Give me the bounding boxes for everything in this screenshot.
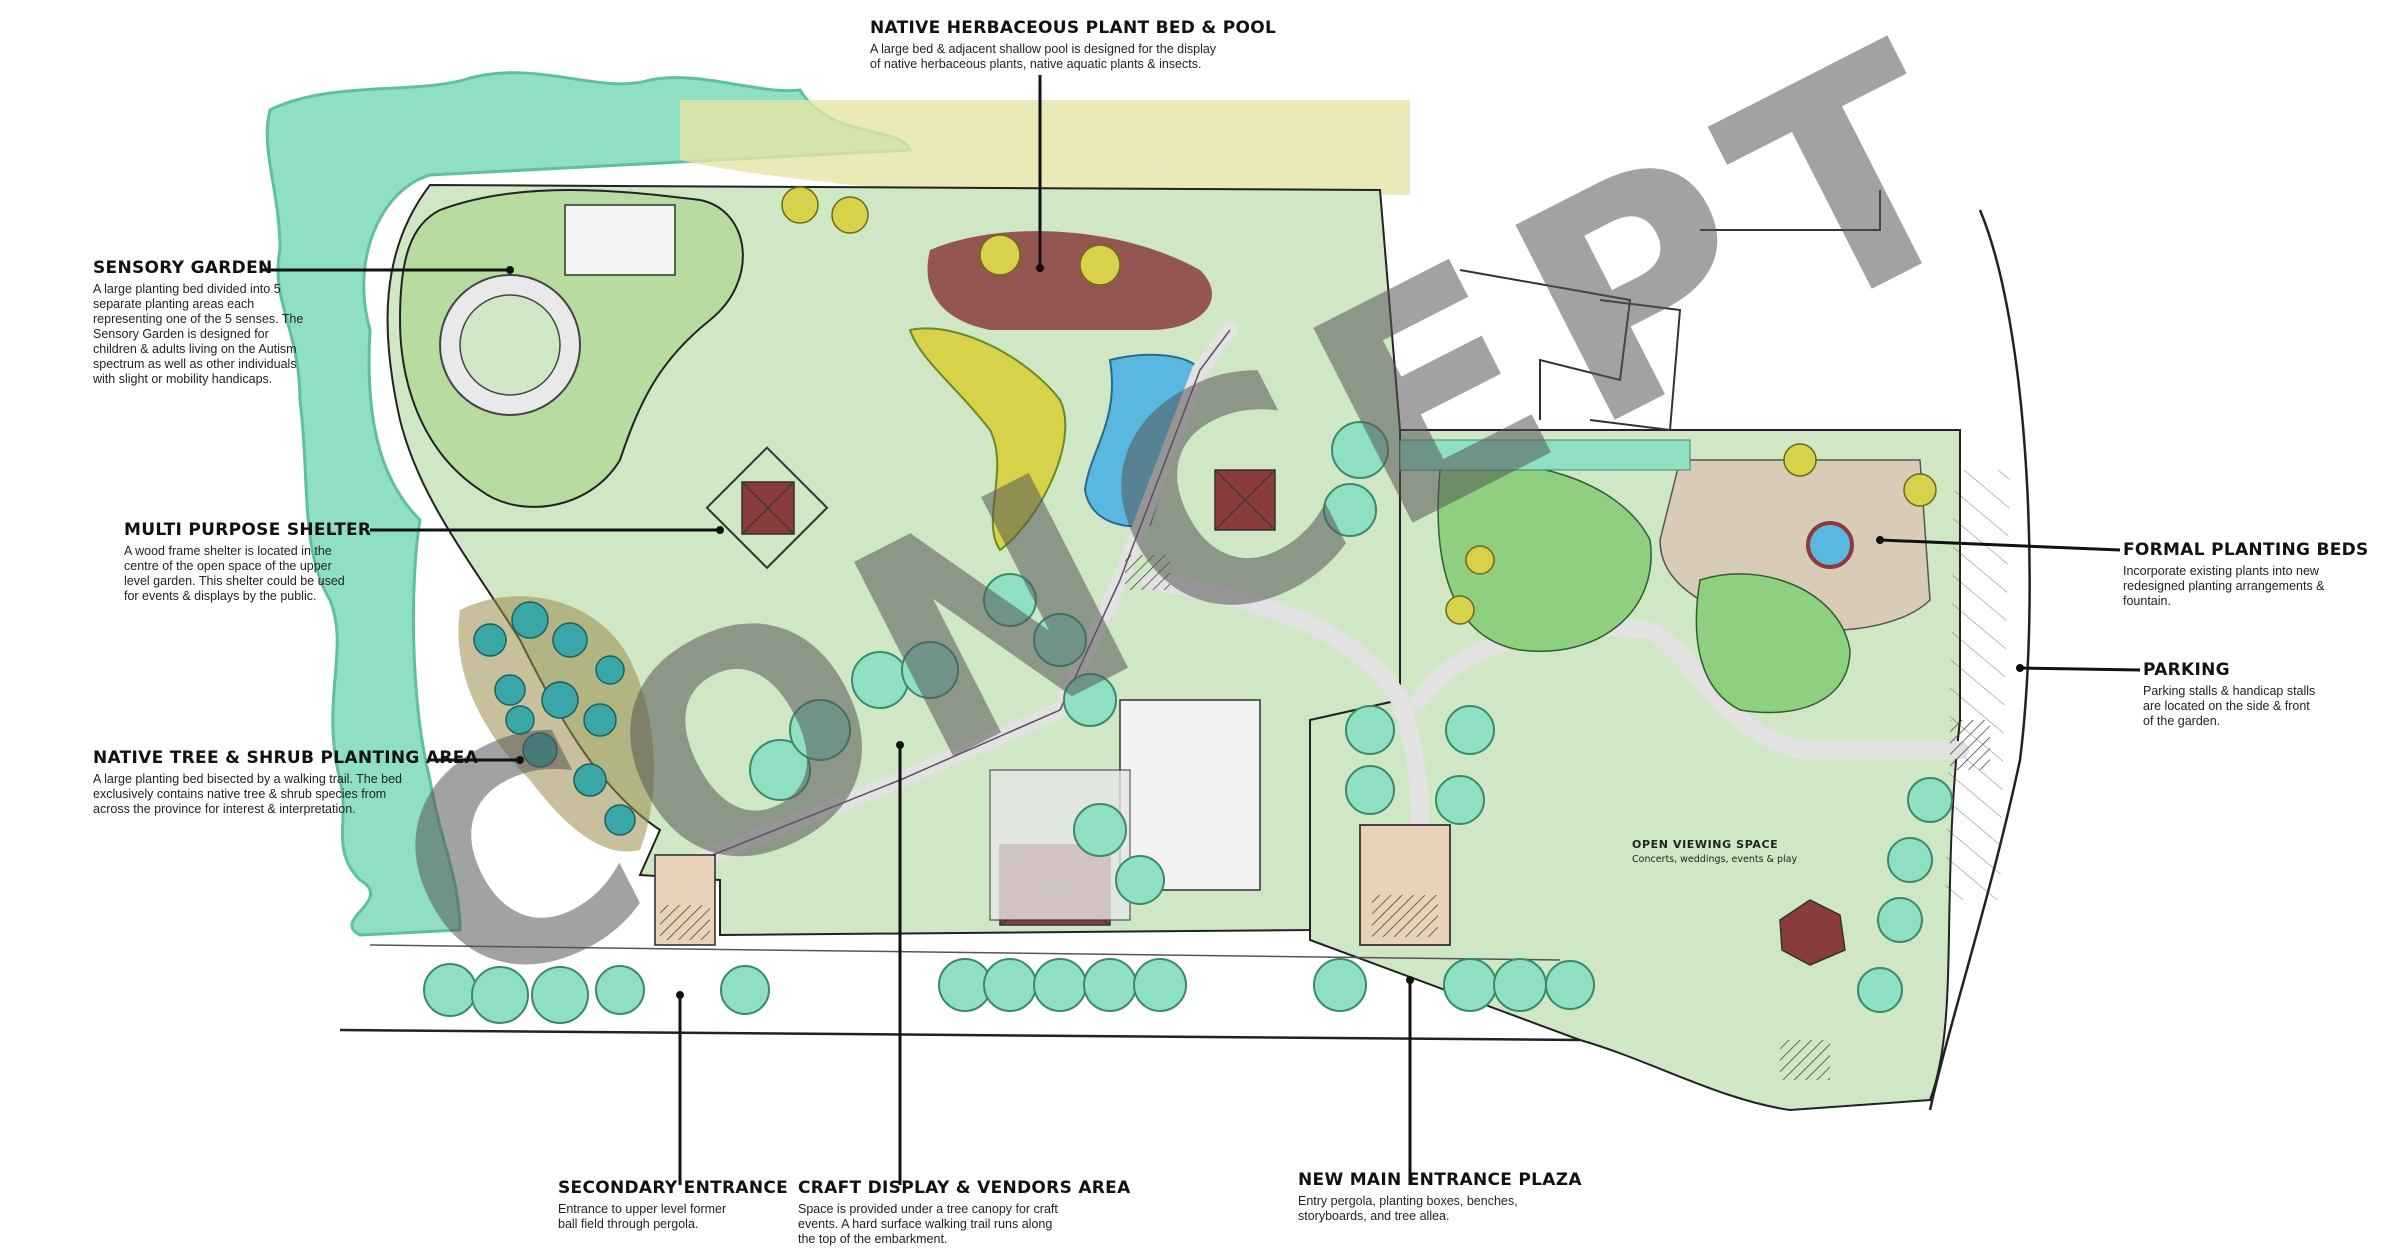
- yellow-field-edge: [680, 100, 1410, 195]
- callout-title: PARKING: [2143, 660, 2230, 680]
- formal-central-bed: [1695, 573, 1851, 714]
- parking-stalls: [1945, 470, 2010, 900]
- callout-parking: PARKING Parking stalls & handicap stalls…: [2143, 660, 2315, 729]
- stairs-centre: [1125, 555, 1170, 590]
- callout-desc: A large planting bed divided into 5 sepa…: [93, 282, 304, 386]
- native-tree-cluster: [473, 601, 636, 836]
- sensory-circle-lawn: [459, 294, 561, 396]
- stairs-bottom-right: [1780, 1040, 1830, 1080]
- sidewalk-line: [369, 944, 1561, 961]
- callout-new-main-entrance: NEW MAIN ENTRANCE PLAZA Entry pergola, p…: [1298, 1170, 1582, 1224]
- callout-title: SENSORY GARDEN: [93, 258, 273, 278]
- fountain: [1806, 521, 1854, 569]
- callout-formal-planting-beds: FORMAL PLANTING BEDS Incorporate existin…: [2123, 540, 2369, 609]
- callout-native-tree-shrub: NATIVE TREE & SHRUB PLANTING AREA A larg…: [93, 748, 478, 817]
- callout-sensory-garden: SENSORY GARDEN A large planting bed divi…: [93, 258, 303, 387]
- main-entrance-stairs: [1372, 895, 1438, 937]
- callout-desc: Entrance to upper level former ball fiel…: [558, 1202, 727, 1231]
- hedge-band-right: [1399, 439, 1691, 471]
- open-viewing-space-title: OPEN VIEWING SPACE: [1632, 838, 1779, 851]
- native-pool: [1083, 353, 1202, 528]
- sensory-rock-area: [564, 204, 676, 276]
- open-viewing-space-label: OPEN VIEWING SPACE Concerts, weddings, e…: [1632, 838, 1797, 865]
- callout-title: NATIVE TREE & SHRUB PLANTING AREA: [93, 748, 479, 768]
- callout-desc: A wood frame shelter is located in the c…: [124, 544, 345, 603]
- herbaceous-yellow-bed: [908, 327, 1067, 552]
- gazebo: [1779, 899, 1846, 966]
- callout-desc: Entry pergola, planting boxes, benches, …: [1298, 1194, 1518, 1223]
- parking-edge: [1928, 209, 2031, 1111]
- perimeter-hedge: [265, 71, 913, 937]
- callout-title: SECONDARY ENTRANCE: [558, 1178, 789, 1198]
- callout-desc: A large bed & adjacent shallow pool is d…: [870, 42, 1217, 71]
- street-tree-row: [423, 958, 1595, 1024]
- building-outline-a: [1459, 269, 1632, 420]
- shelter-roof-b: [1214, 469, 1276, 531]
- stairs-right: [1950, 720, 1990, 770]
- callout-title: NEW MAIN ENTRANCE PLAZA: [1298, 1170, 1582, 1190]
- callout-multi-purpose-shelter: MULTI PURPOSE SHELTER A wood frame shelt…: [124, 520, 371, 604]
- building-outline-b: [1589, 299, 1682, 432]
- multi-purpose-shelter-roof: [705, 446, 829, 570]
- callout-desc: Space is provided under a tree canopy fo…: [798, 1202, 1058, 1246]
- callout-title: CRAFT DISPLAY & VENDORS AREA: [798, 1178, 1131, 1198]
- callout-desc: Incorporate existing plants into new red…: [2123, 564, 2325, 608]
- callout-secondary-entrance: SECONDARY ENTRANCE Entrance to upper lev…: [558, 1178, 788, 1232]
- callout-desc: A large planting bed bisected by a walki…: [93, 772, 402, 816]
- walking-trail-edge: [699, 329, 1231, 861]
- lawn-tree-group: [749, 421, 1953, 1013]
- street-edge: [339, 1028, 1581, 1042]
- secondary-entrance-stairs: [660, 905, 710, 940]
- curved-path: [1141, 571, 1429, 829]
- open-viewing-space-subtitle: Concerts, weddings, events & play: [1632, 854, 1798, 865]
- formal-loop-path: [1411, 618, 1969, 759]
- callout-craft-display: CRAFT DISPLAY & VENDORS AREA Space is pr…: [798, 1178, 1131, 1247]
- callout-title: NATIVE HERBACEOUS PLANT BED & POOL: [870, 18, 1277, 38]
- callout-title: FORMAL PLANTING BEDS: [2123, 540, 2369, 560]
- callout-desc: Parking stalls & handicap stalls are loc…: [2143, 684, 2316, 728]
- yellow-shrub-group: [781, 186, 1937, 625]
- building-outline-c: [1700, 190, 1881, 231]
- callout-native-herbaceous: NATIVE HERBACEOUS PLANT BED & POOL A lar…: [870, 18, 1276, 72]
- callout-title: MULTI PURPOSE SHELTER: [124, 520, 372, 540]
